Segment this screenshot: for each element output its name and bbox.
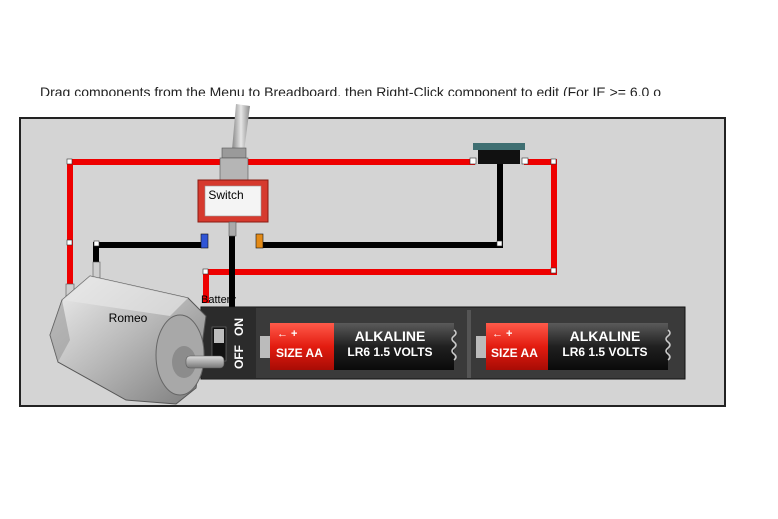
switch-lever (232, 104, 250, 152)
cell-sign: ← + (492, 328, 512, 340)
cell-spec: LR6 1.5 VOLTS (562, 345, 647, 359)
battery-cell: ← + SIZE AA ALKALINE LR6 1.5 VOLTS (260, 323, 457, 370)
motor-label: Romeo (109, 311, 148, 325)
red-wires[interactable] (67, 159, 557, 303)
cell-size: SIZE AA (276, 346, 323, 360)
cell-size: SIZE AA (491, 346, 538, 360)
battery-label: Battery (201, 294, 236, 306)
battery-toggle-knob (214, 329, 224, 343)
cell-brand: ALKALINE (570, 328, 641, 344)
switch-terminal-right (255, 233, 264, 249)
battery-holder[interactable]: Battery ON OFF ← + SIZE AA ALKALINE LR6 … (200, 294, 686, 380)
battery-on-label: ON (232, 318, 246, 336)
push-button[interactable] (469, 143, 529, 165)
switch-label: Switch (208, 188, 243, 202)
cell-sign: ← + (277, 328, 297, 340)
cell-spec: LR6 1.5 VOLTS (347, 345, 432, 359)
instruction-bar: Drag components from the Menu to Breadbo… (0, 0, 726, 104)
wire-joints (66, 158, 557, 275)
instruction-mask (0, 96, 726, 104)
battery-cell: ← + SIZE AA ALKALINE LR6 1.5 VOLTS (476, 323, 671, 370)
black-wires[interactable] (93, 157, 503, 308)
toggle-switch[interactable]: Switch (197, 104, 269, 249)
cell-brand: ALKALINE (355, 328, 426, 344)
switch-terminal-center (228, 221, 237, 237)
motor[interactable]: Romeo (49, 261, 225, 405)
switch-terminal-left (200, 233, 209, 249)
battery-off-label: OFF (232, 345, 246, 369)
